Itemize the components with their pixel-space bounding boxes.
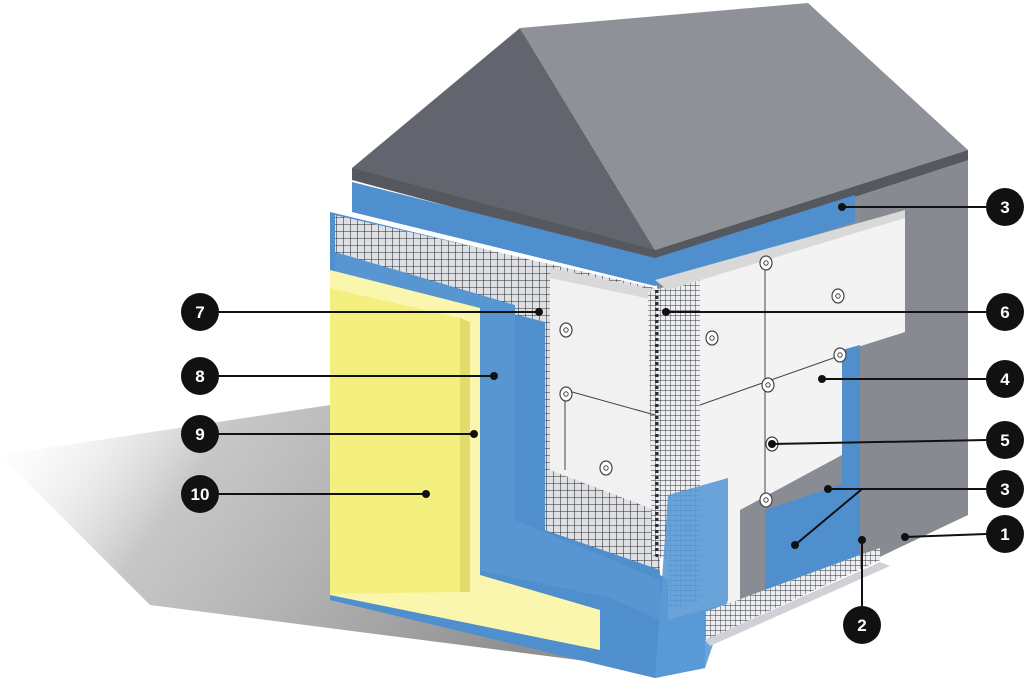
callout-number: 5 — [1000, 431, 1009, 450]
callout-number: 3 — [1000, 480, 1009, 499]
callout-number: 4 — [1000, 370, 1010, 389]
callout-circle — [181, 475, 219, 513]
callout-number: 6 — [1000, 303, 1009, 322]
callout-circle — [181, 415, 219, 453]
starter-profile — [705, 562, 890, 646]
callout-c5: 5 — [986, 421, 1024, 459]
callout-circle — [181, 293, 219, 331]
leader-dot-c5 — [768, 440, 776, 448]
callout-number: 7 — [195, 303, 204, 322]
leader-dot-c4 — [818, 375, 826, 383]
ground-shadow — [0, 405, 640, 668]
callout-c8: 8 — [181, 357, 219, 395]
callout-number: 3 — [1000, 198, 1009, 217]
callout-circle — [986, 188, 1024, 226]
finish-render-layer — [330, 288, 460, 594]
callout-number: 2 — [857, 616, 866, 635]
callout-number: 8 — [195, 367, 204, 386]
leader-lines — [219, 203, 987, 606]
callout-c7: 7 — [181, 293, 219, 331]
callout-circle — [843, 606, 881, 644]
insulation-board-left-edge — [550, 268, 655, 300]
callout-number: 9 — [195, 425, 204, 444]
callout-circle — [986, 470, 1024, 508]
leader-dot-c10 — [422, 490, 430, 498]
leader-dot-c3a — [838, 203, 846, 211]
dowel-anchor — [759, 255, 773, 271]
callout-c3a: 3 — [986, 188, 1024, 226]
leader-dot-c9 — [470, 430, 478, 438]
roof-right-slope — [520, 3, 968, 250]
house-side-wall-lower — [860, 150, 968, 560]
blue-strip-right-lower — [765, 478, 860, 590]
dowel-anchor — [599, 460, 613, 476]
callout-circle — [986, 360, 1024, 398]
callout-number: 10 — [191, 485, 210, 504]
leader-dot-c1 — [901, 533, 909, 541]
callout-markers: 1 2 3 3 4 5 6 7 8 9 10 — [181, 188, 1024, 644]
dowel-anchor — [761, 377, 775, 393]
dowels-group — [559, 255, 847, 508]
dowel-anchor — [559, 322, 573, 338]
roof-edge — [352, 150, 968, 262]
callout-circle — [986, 421, 1024, 459]
callout-c2: 2 — [843, 606, 881, 644]
callout-circle — [986, 515, 1024, 553]
callout-c4: 4 — [986, 360, 1024, 398]
callout-circle — [181, 357, 219, 395]
insulation-board-left — [550, 268, 655, 510]
dowel-anchor — [833, 347, 847, 363]
leader-dot-c6 — [662, 308, 670, 316]
leader-dot-c3b-branch — [791, 541, 799, 549]
finish-render-edge — [460, 318, 470, 592]
leader-line-c3b-branch — [794, 488, 863, 546]
roof-left-slope — [352, 28, 655, 272]
leader-dot-c7 — [535, 308, 543, 316]
insulation-boards-top-edge — [655, 210, 905, 290]
dowel-anchor — [831, 288, 845, 304]
leader-line-c5 — [771, 439, 987, 445]
dowel-anchor — [705, 330, 719, 346]
base-mesh — [705, 548, 880, 640]
callout-c3b: 3 — [986, 470, 1024, 508]
leader-dot-c3b — [824, 485, 832, 493]
leader-dot-c8 — [490, 372, 498, 380]
callout-c6: 6 — [986, 293, 1024, 331]
callout-c10: 10 — [181, 475, 219, 513]
callout-circle — [986, 293, 1024, 331]
dowel-anchor — [759, 492, 773, 508]
callout-c1: 1 — [986, 515, 1024, 553]
leader-dot-c2 — [858, 536, 866, 544]
callout-c9: 9 — [181, 415, 219, 453]
leader-line-c1 — [904, 533, 987, 538]
callout-number: 1 — [1000, 525, 1009, 544]
dowel-anchor — [559, 386, 573, 402]
